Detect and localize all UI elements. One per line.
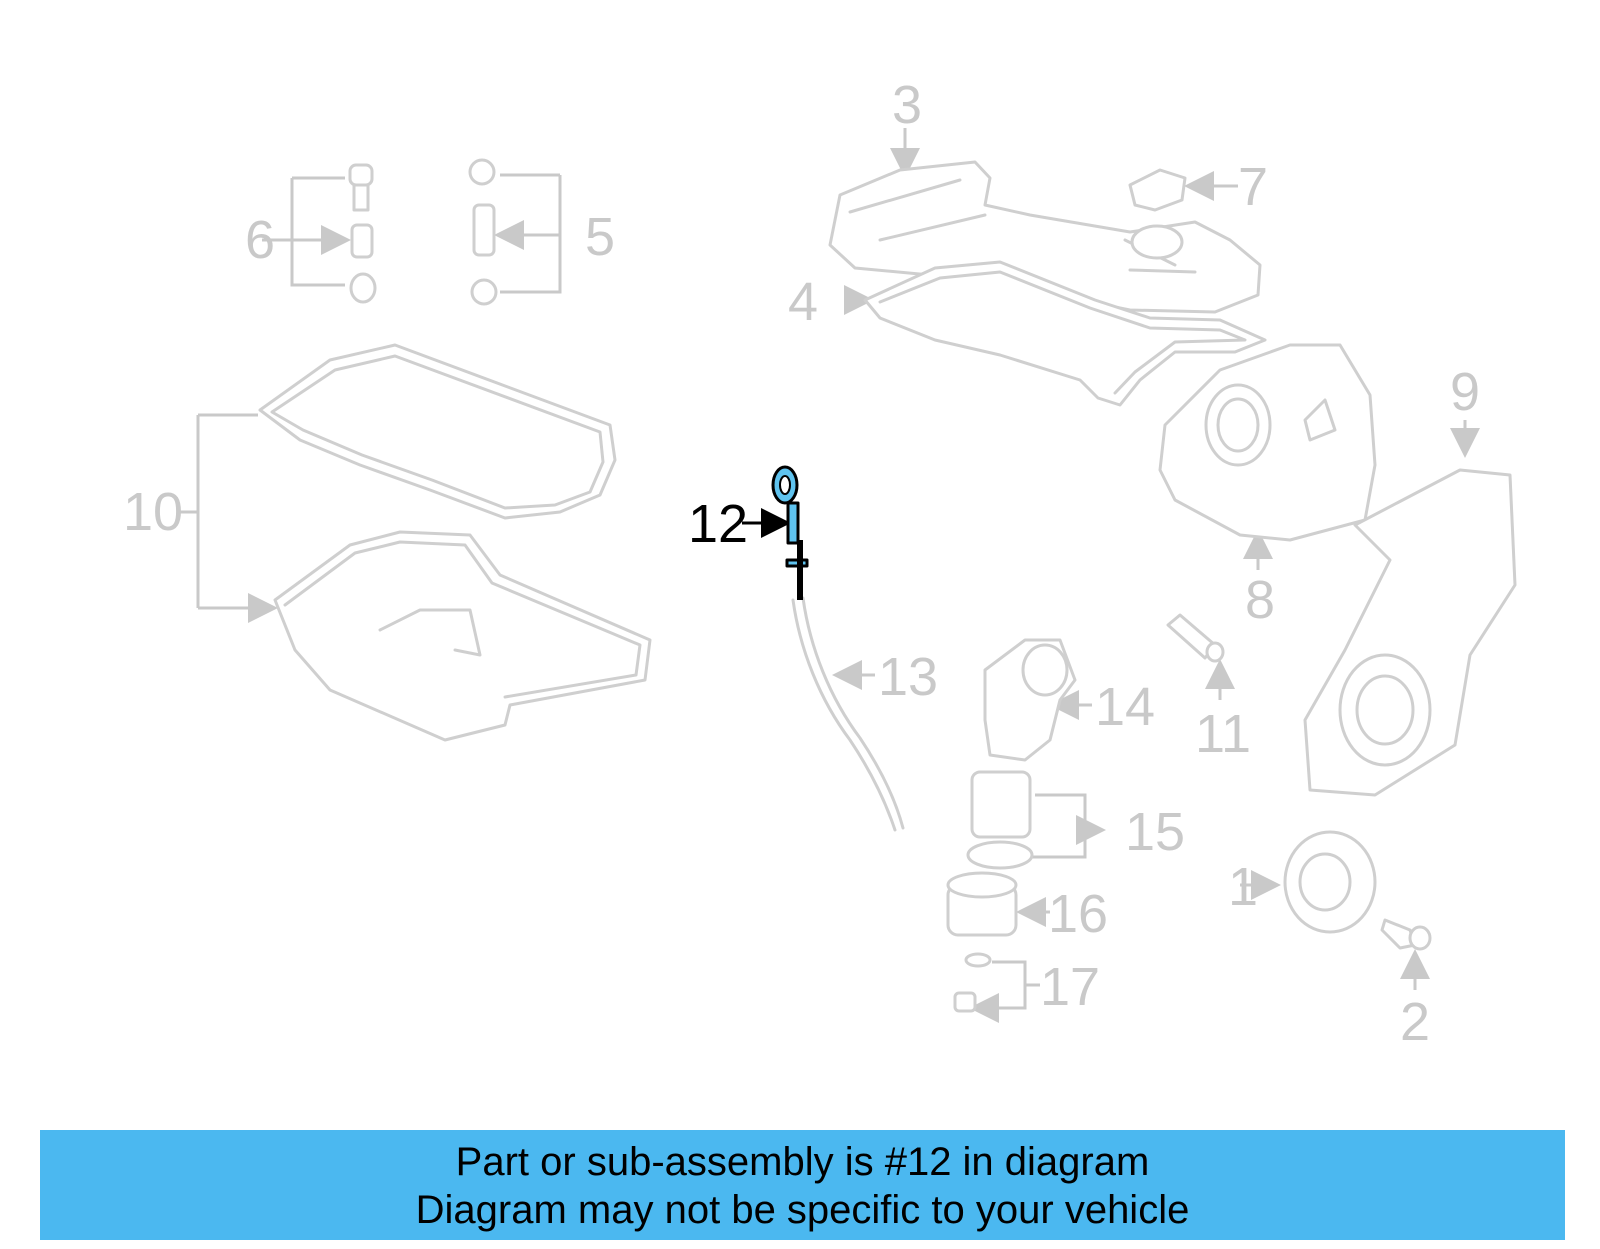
callout-15: 15	[1125, 802, 1185, 862]
callout-9: 9	[1450, 362, 1480, 422]
callout-7: 7	[1238, 157, 1268, 217]
part-8-timing-cover	[1158, 343, 1377, 570]
part-2-bolt	[1380, 918, 1432, 990]
callout-12: 12	[688, 494, 748, 554]
part-15-oil-filter-element	[966, 770, 1100, 870]
callout-6: 6	[245, 210, 275, 270]
part-9-timing-belt-cover	[1303, 420, 1517, 797]
info-banner: Part or sub-assembly is #12 in diagram D…	[40, 1130, 1565, 1240]
part-7-oil-filler-cap	[1128, 168, 1238, 212]
banner-line-disclaimer: Diagram may not be specific to your vehi…	[415, 1188, 1190, 1232]
parts-diagram: 1 2 3 4 5 6 7 8 9 10 11 12 13 14 15 16 1…	[123, 75, 1517, 1052]
banner-line-part: Part or sub-assembly is #12 in diagram	[455, 1140, 1150, 1184]
part-4-valve-cover-gasket	[844, 260, 1267, 407]
part-10-oil-pan	[178, 343, 652, 742]
part-16-oil-filter-cap	[946, 871, 1050, 937]
part-6-hardware	[262, 163, 377, 304]
part-13-dipstick-tube	[791, 596, 905, 832]
callout-3: 3	[892, 75, 922, 135]
callout-5: 5	[585, 207, 615, 267]
part-1-pulley	[1240, 830, 1377, 934]
callout-14: 14	[1095, 677, 1155, 737]
callout-8: 8	[1245, 570, 1275, 630]
part-14-oil-filter-housing	[983, 638, 1092, 762]
callout-16: 16	[1048, 884, 1108, 944]
callout-10: 10	[123, 482, 183, 542]
part-12-oil-dipstick	[742, 465, 809, 600]
callout-13: 13	[878, 647, 938, 707]
callout-4: 4	[788, 272, 818, 332]
callout-17: 17	[1040, 957, 1100, 1017]
callout-2: 2	[1400, 992, 1430, 1052]
part-5-hardware	[468, 158, 562, 306]
callout-labels: 1 2 3 4 5 6 7 8 9 10 11 12 13 14 15 16 1…	[123, 75, 1480, 1052]
callout-1: 1	[1228, 857, 1258, 917]
part-17-seal-plug	[955, 952, 1040, 1011]
part-11-sealant-tube	[1166, 613, 1235, 700]
callout-11: 11	[1195, 704, 1251, 764]
